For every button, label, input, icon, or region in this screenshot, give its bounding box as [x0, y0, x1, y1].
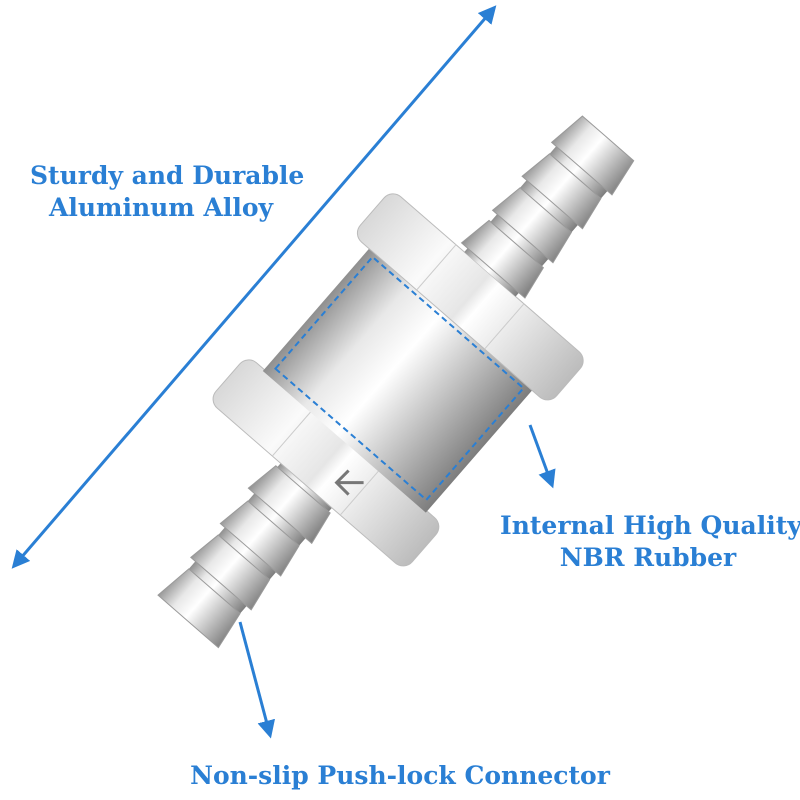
- rubber-callout-arrow: [528, 424, 556, 489]
- bottom-barb-connector: [157, 455, 339, 649]
- rubber-callout: Internal High Quality NBR Rubber: [500, 510, 800, 574]
- rubber-callout-line1: Internal High Quality: [500, 511, 800, 540]
- top-barb-connector: [460, 115, 635, 299]
- alloy-callout: Sturdy and Durable Aluminum Alloy: [30, 160, 305, 224]
- flow-direction-icon: [334, 469, 364, 496]
- alloy-callout-line2: Aluminum Alloy: [48, 193, 274, 222]
- length-arrow: [11, 5, 497, 569]
- connector-callout: Non-slip Push-lock Connector: [190, 761, 610, 790]
- rubber-callout-line2: NBR Rubber: [559, 543, 737, 572]
- valve-body: [262, 245, 535, 513]
- connector-callout-arrow: [238, 621, 276, 739]
- alloy-callout-line1: Sturdy and Durable: [30, 161, 305, 190]
